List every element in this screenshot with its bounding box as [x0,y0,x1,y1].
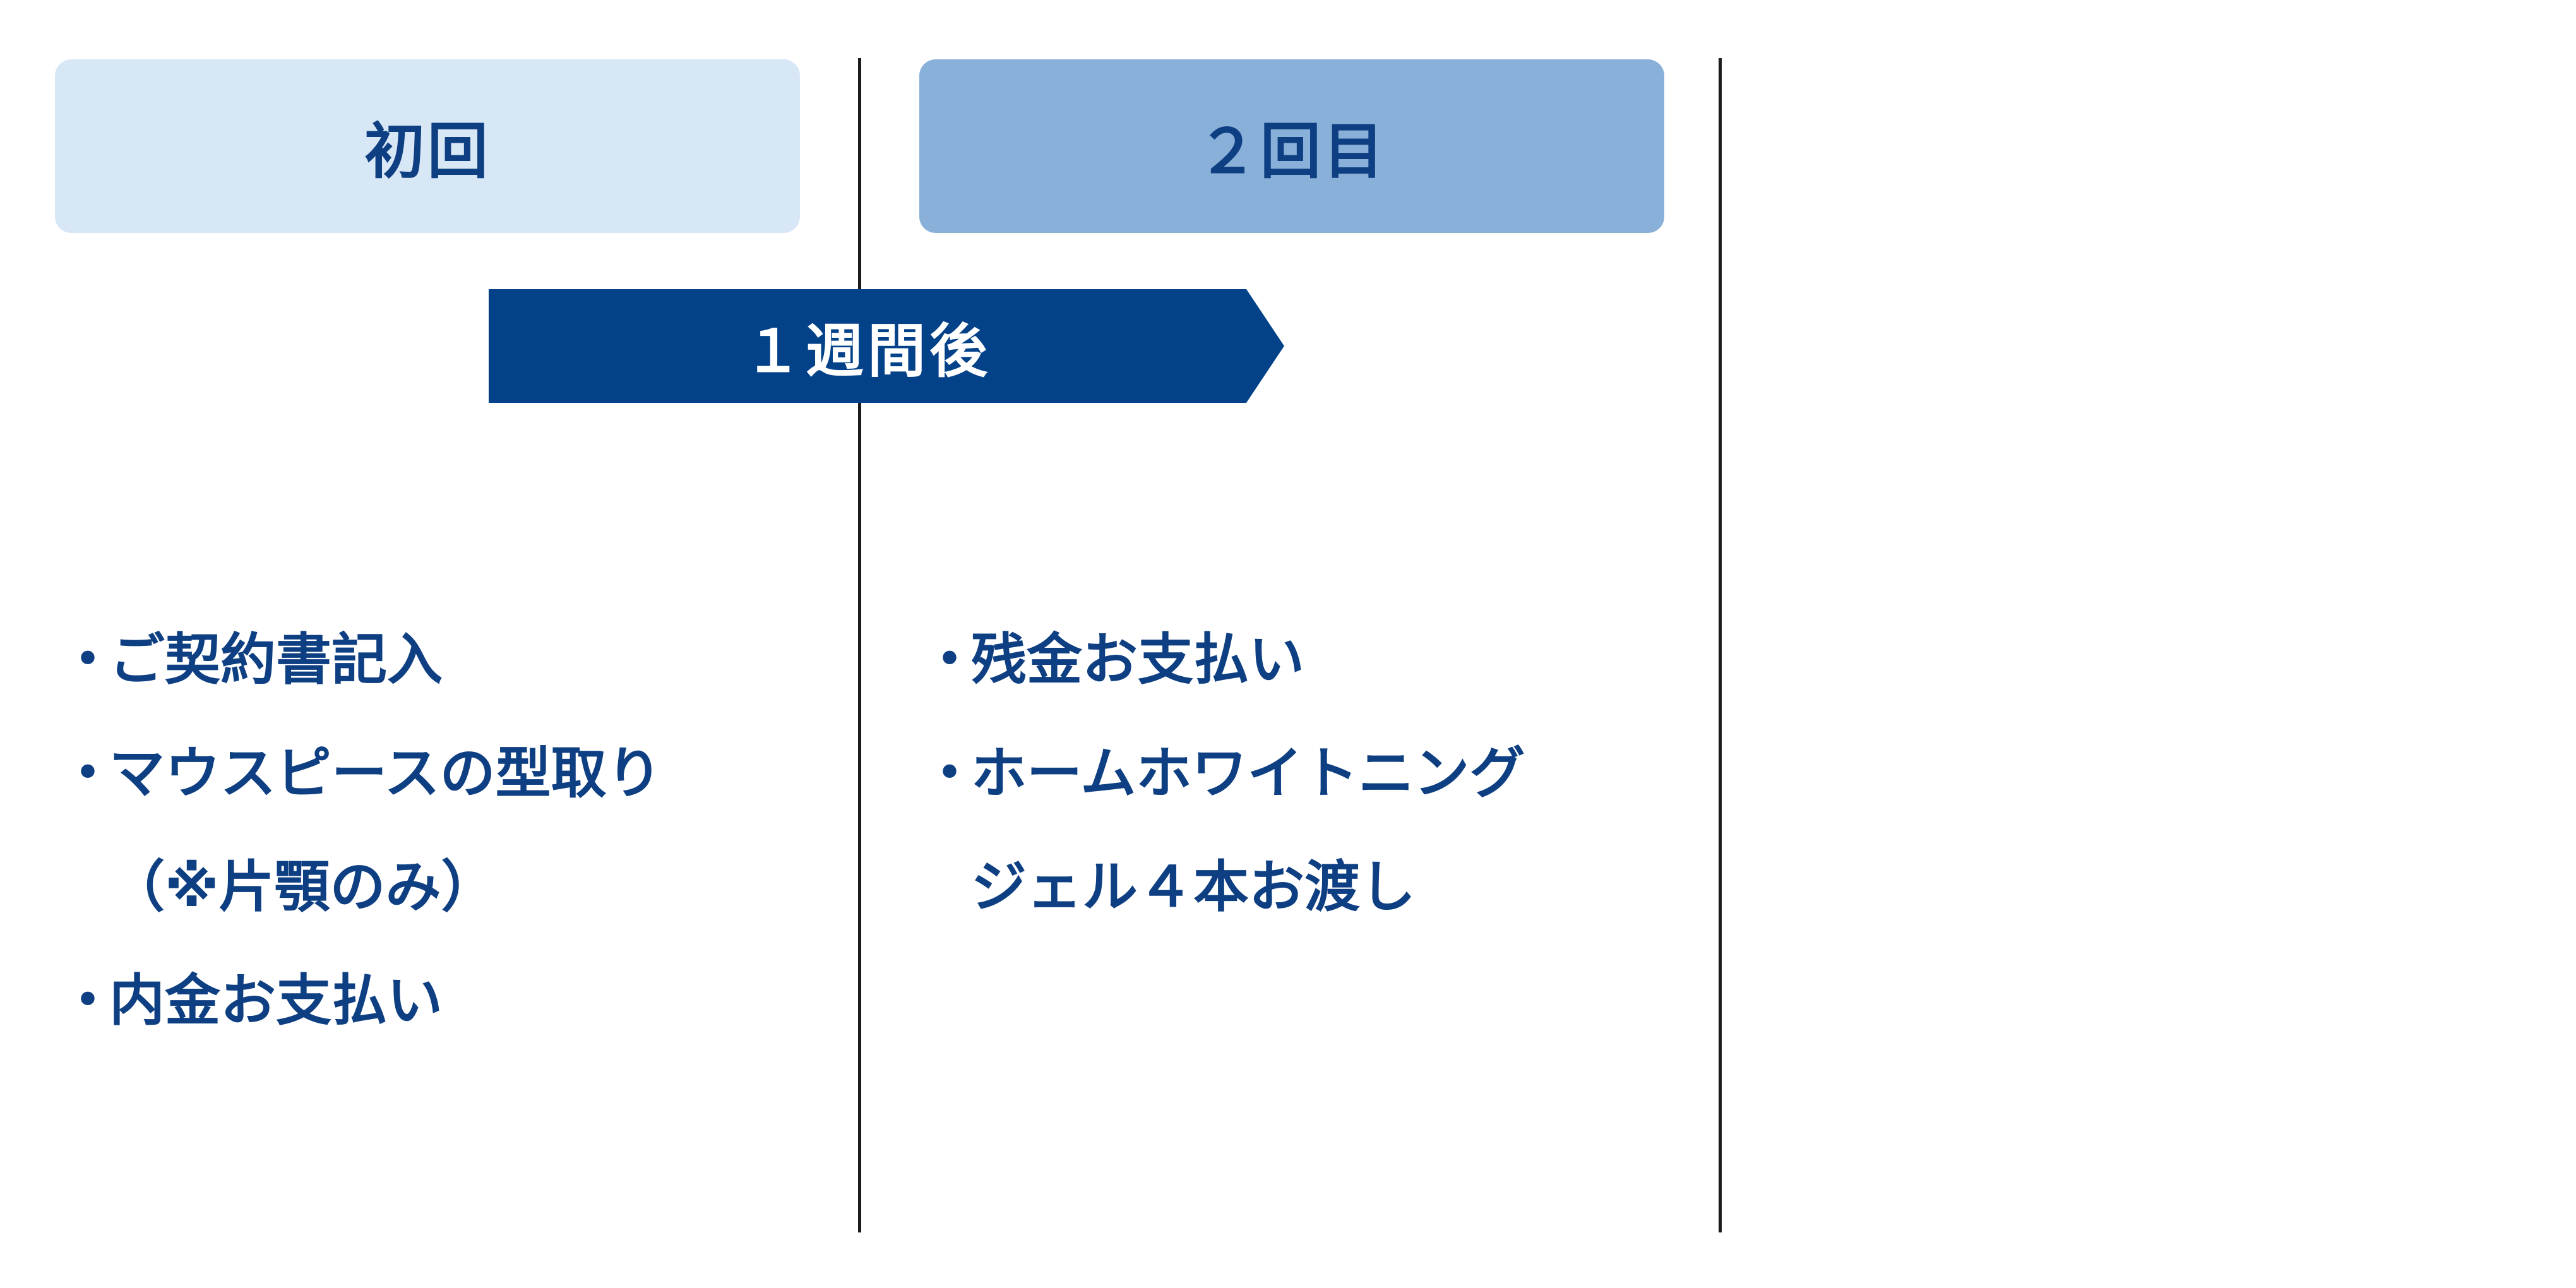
list-item: ・ 残金お支払い [922,603,1705,717]
column-divider [858,58,861,1232]
second-visit-task-list: ・ 残金お支払い ・ ホームホワイトニング ジェル４本お渡し [922,603,1705,944]
list-item: ・ マウスピースの型取り （※片顎のみ） [60,717,843,944]
task-text: 内金お支払い [109,968,443,1033]
interval-arrow: １週間後 [489,289,1284,403]
arrow-shape-icon [489,289,1284,403]
second-visit-label: ２回目 [1197,116,1386,187]
task-text: ジェル４本お渡し [971,854,1416,919]
bullet: ・ [60,627,116,692]
column-divider [1719,58,1722,1232]
interval-label: １週間後 [743,317,991,385]
list-item: ・ ご契約書記入 [60,603,843,717]
task-text: ご契約書記入 [109,627,443,692]
list-item: ・ ホームホワイトニング ジェル４本お渡し [922,717,1705,944]
task-text: ホームホワイトニング [971,741,1525,806]
bullet: ・ [60,968,116,1033]
bullet: ・ [922,741,978,806]
second-visit-header: ２回目 [919,59,1664,233]
bullet: ・ [60,741,116,806]
task-text: マウスピースの型取り [109,741,662,806]
bullet: ・ [922,627,978,692]
first-visit-header: 初回 [55,59,800,233]
first-visit-task-list: ・ ご契約書記入 ・ マウスピースの型取り （※片顎のみ） ・ 内金お支払い [60,603,843,1058]
first-visit-label: 初回 [364,116,491,187]
list-item: ・ 内金お支払い [60,944,843,1058]
task-note: （※片顎のみ） [109,854,497,919]
task-text: 残金お支払い [971,627,1305,692]
